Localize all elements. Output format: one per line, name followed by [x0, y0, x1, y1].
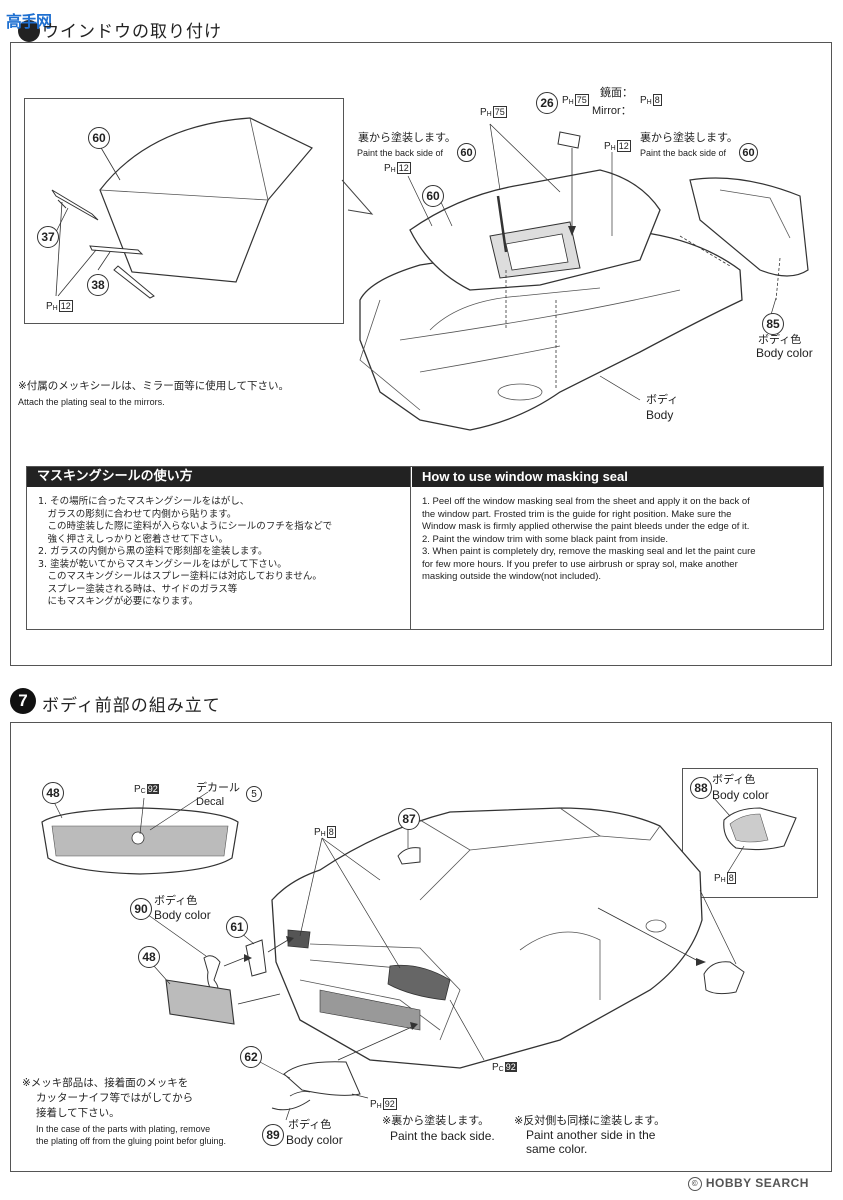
part-85: 85 [762, 313, 784, 335]
masking-jp-line: 3. 塗装が乾いてからマスキングシールをはがして下さい。 [38, 558, 287, 570]
masking-jp-line: ガラスの彫刻に合わせて内側から貼ります。 [38, 508, 237, 520]
part-88: 88 [690, 777, 712, 799]
decal-label-en: Decal [196, 796, 225, 808]
back-side-note-jp: ※裏から塗装します。 [382, 1114, 490, 1127]
part-38: 38 [87, 274, 109, 296]
part-37: 37 [37, 226, 59, 248]
masking-divider [410, 467, 411, 629]
back-side-left-en: Paint the back side of [357, 148, 444, 158]
part-60-right-ref: 60 [739, 143, 758, 162]
masking-en-line: 3. When paint is completely dry, remove … [422, 546, 756, 557]
part-26: 26 [536, 92, 558, 114]
masking-table [26, 466, 824, 630]
plating-note-7-jp-1: ※メッキ部品は、接着面のメッキを [22, 1077, 189, 1089]
masking-en-line: masking outside the window(not included)… [422, 571, 602, 582]
masking-title-jp: マスキングシールの使い方 [27, 467, 411, 487]
decal-label-jp: デカール [196, 781, 240, 794]
step6-title: ウインドウの取り付け [42, 22, 222, 42]
plating-note-jp: ※付属のメッキシールは、ミラー面等に使用して下さい。 [18, 380, 289, 392]
body-color-en-88: Body color [712, 788, 769, 802]
part-60-inset: 60 [88, 127, 110, 149]
masking-steps-en: 1. Peel off the window masking seal from… [422, 496, 756, 584]
body-color-jp-85: ボディ色 [758, 333, 802, 346]
masking-jp-line: このマスキングシールはスプレー塗料には対応しておりません。 [38, 571, 322, 582]
body-color-jp-90: ボディ色 [154, 894, 198, 907]
part-60-left-ref: 60 [457, 143, 476, 162]
part-61: 61 [226, 916, 248, 938]
decal-5: 5 [246, 786, 262, 802]
masking-jp-line: 強く押さえしっかりと密着させて下さい。 [38, 533, 229, 545]
plating-note-en: Attach the plating seal to the mirrors. [18, 397, 165, 407]
step7-title: ボディ前部の組み立て [42, 696, 221, 716]
hobby-search-watermark: © HOBBY SEARCH [688, 1176, 809, 1191]
back-side-left-jp: 裏から塗装します。 [358, 131, 456, 144]
part-90: 90 [130, 898, 152, 920]
mirror-label-en: Mirror： [592, 105, 632, 117]
back-side-right-en: Paint the back side of [640, 148, 727, 158]
masking-jp-line: この時塗装した際に塗料が入らないようにシールのフチを指などで [38, 521, 333, 532]
masking-en-line: for few more hours. If you prefer to use… [422, 558, 738, 570]
masking-title-en: How to use window masking seal [412, 467, 823, 487]
back-side-right-jp: 裏から塗装します。 [640, 131, 738, 144]
body-label-en: Body [646, 408, 674, 422]
back-side-note-en: Paint the back side. [390, 1129, 495, 1143]
part-62: 62 [240, 1046, 262, 1068]
part-48-lower: 48 [138, 946, 160, 968]
masking-en-line: the window part. Frosted trim is the gui… [422, 508, 732, 520]
masking-jp-line: スプレー塗装される時は、サイドのガラス等 [38, 583, 238, 595]
other-side-note-jp: ※反対側も同様に塗装します。 [514, 1114, 666, 1127]
plating-note-7-en-1: In the case of the parts with plating, r… [36, 1124, 211, 1134]
masking-jp-line: 2. ガラスの内側から黒の塗料で彫刻部を塗装します。 [38, 546, 268, 557]
copyright-icon: © [688, 1176, 702, 1191]
masking-jp-line: にもマスキングが必要になります。 [38, 596, 199, 607]
logo-circle [18, 20, 40, 42]
masking-en-line: 1. Peel off the window masking seal from… [422, 496, 750, 507]
brand-text: HOBBY SEARCH [705, 1176, 809, 1190]
other-side-note-en-2: same color. [526, 1142, 588, 1156]
step7-number: 7 [10, 688, 36, 714]
masking-en-line: Window mask is firmly applied otherwise … [422, 521, 750, 532]
part-60-main: 60 [422, 185, 444, 207]
masking-jp-line: 1. その場所に合ったマスキングシールをはがし、 [38, 496, 250, 507]
plating-note-7-jp-2: カッターナイフ等ではがしてから [36, 1092, 194, 1104]
site-logo: 高手网 [6, 6, 74, 42]
part-48-top: 48 [42, 782, 64, 804]
part-87: 87 [398, 808, 420, 830]
logo-text: 高手网 [6, 12, 52, 31]
masking-steps-jp: 1. その場所に合ったマスキングシールをはがし、 ガラスの彫刻に合わせて内側から… [38, 496, 332, 609]
plating-note-7-jp-3: 接着して下さい。 [36, 1107, 120, 1119]
body-color-jp-89: ボディ色 [288, 1118, 332, 1131]
other-side-note-en-1: Paint another side in the [526, 1128, 656, 1142]
masking-en-line: 2. Paint the window trim with some black… [422, 533, 669, 545]
body-color-en-89: Body color [286, 1133, 343, 1147]
body-color-en-85: Body color [756, 346, 813, 360]
part-89: 89 [262, 1124, 284, 1146]
mirror-label-jp: 鏡面： [600, 86, 633, 99]
body-color-en-90: Body color [154, 908, 211, 922]
plating-note-7-en-2: the plating off from the gluing point be… [36, 1136, 226, 1146]
body-label-jp: ボディ [646, 393, 679, 406]
body-color-jp-88: ボディ色 [712, 773, 756, 786]
